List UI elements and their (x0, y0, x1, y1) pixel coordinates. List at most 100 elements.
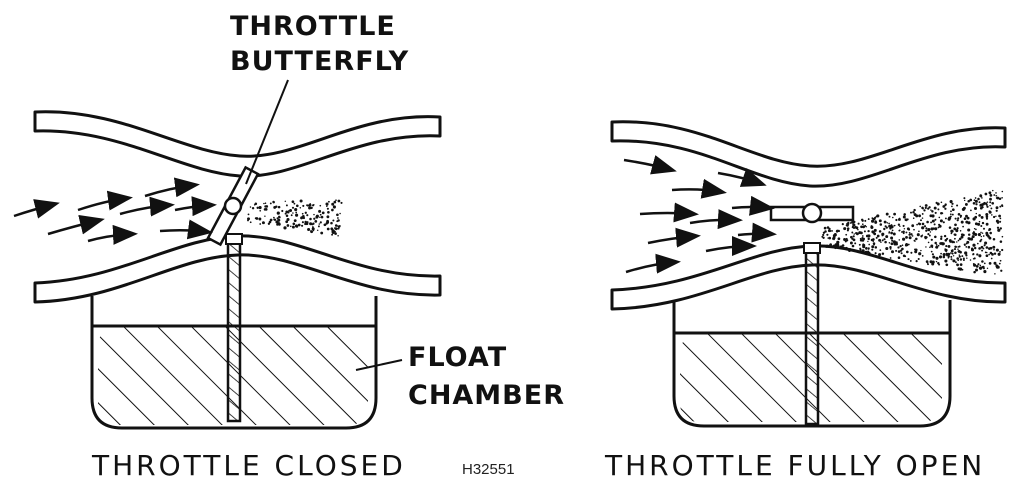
fuel-droplet (904, 218, 908, 222)
fuel-droplet (961, 268, 964, 271)
fuel-droplet (331, 233, 334, 236)
fuel-droplet (985, 222, 989, 226)
fuel-droplet (889, 247, 892, 250)
fuel-droplet (916, 223, 918, 226)
fuel-droplet (1001, 235, 1004, 238)
label-float-chamber-line2: CHAMBER (408, 380, 565, 411)
fuel-droplet (960, 235, 964, 239)
fuel-droplet (939, 219, 943, 223)
fuel-droplet (972, 217, 976, 221)
fuel-droplet (957, 246, 960, 248)
fuel-droplet (932, 255, 936, 259)
fuel-droplet (276, 211, 280, 215)
fuel-droplet (254, 217, 257, 220)
fuel-droplet (978, 201, 981, 204)
fuel-droplet (958, 254, 961, 256)
fuel-droplet (959, 214, 963, 218)
fuel-droplet (915, 237, 918, 241)
fuel-droplet (267, 222, 271, 225)
fuel-droplet (321, 211, 325, 215)
fuel-droplet (918, 222, 922, 226)
fuel-droplet (336, 213, 339, 217)
fuel-droplet (950, 229, 954, 233)
fuel-droplet (318, 223, 321, 225)
fuel-droplet (272, 200, 275, 204)
fuel-droplet (320, 231, 324, 235)
fuel-droplet (966, 257, 968, 259)
fuel-droplet (974, 232, 978, 237)
fuel-droplet (993, 248, 995, 251)
fuel-droplet (843, 227, 847, 231)
fuel-droplet (921, 255, 924, 257)
fuel-droplet (822, 231, 826, 234)
fuel-droplet (995, 209, 998, 212)
fuel-droplet (895, 249, 898, 252)
fuel-droplet (981, 232, 984, 234)
fuel-droplet (976, 253, 979, 256)
fuel-droplet (921, 212, 924, 215)
fuel-droplet (920, 249, 922, 252)
fuel-droplet (917, 257, 920, 261)
fuel-droplet (962, 258, 965, 262)
fuel-droplet (867, 250, 870, 253)
fuel-droplet (304, 222, 307, 226)
label-throttle-butterfly-line1: THROTTLE (230, 11, 396, 42)
fuel-droplet (937, 261, 940, 265)
fuel-droplet (914, 250, 918, 254)
fuel-droplet (899, 225, 901, 228)
fuel-droplet (995, 206, 999, 210)
fuel-droplet (975, 268, 978, 272)
fuel-droplet (964, 202, 968, 206)
fuel-droplet (296, 204, 299, 208)
fuel-droplet (924, 237, 927, 240)
fuel-droplet (330, 228, 333, 231)
fuel-droplet (891, 239, 894, 242)
fuel-droplet (264, 205, 267, 208)
fuel-droplet (934, 227, 938, 231)
fuel-droplet (930, 227, 934, 231)
fuel-droplet (301, 224, 304, 227)
fuel-droplet (964, 251, 968, 255)
fuel-droplet (913, 228, 915, 231)
fuel-droplet (967, 221, 971, 225)
fuel-droplet (923, 209, 926, 212)
fuel-droplet (980, 224, 983, 228)
fuel-droplet (979, 264, 982, 267)
fuel-droplet (988, 253, 990, 256)
fuel-droplet (977, 263, 980, 266)
fuel-droplet (876, 234, 880, 238)
fuel-droplet (295, 213, 299, 217)
fuel-droplet (888, 242, 891, 244)
fuel-droplet (851, 226, 854, 229)
fuel-droplet (930, 238, 933, 241)
fuel-droplet (899, 249, 903, 252)
fuel-droplet (939, 242, 942, 245)
fuel-droplet (952, 259, 956, 263)
fuel-droplet (335, 199, 337, 202)
fuel-droplet (897, 256, 901, 260)
fuel-jet-tube-right (804, 250, 820, 426)
fuel-droplet (868, 243, 871, 246)
fuel-droplet (985, 233, 989, 237)
fuel-droplet (973, 270, 976, 274)
fuel-droplet (903, 228, 906, 230)
fuel-droplet (307, 227, 311, 232)
fuel-droplet (263, 208, 267, 211)
fuel-droplet (975, 228, 977, 231)
fuel-droplet (832, 234, 836, 238)
fuel-droplet (983, 270, 987, 274)
fuel-droplet (959, 263, 963, 266)
fuel-droplet (948, 216, 952, 220)
fuel-droplet (965, 246, 968, 248)
fuel-droplet (895, 241, 898, 244)
fuel-droplet (931, 253, 934, 256)
fuel-droplet (879, 223, 883, 226)
fuel-droplet (293, 219, 297, 223)
fuel-droplet (949, 213, 952, 216)
fuel-droplet (956, 257, 959, 260)
fuel-droplet (881, 239, 884, 242)
fuel-droplet (981, 221, 985, 225)
fuel-droplet (850, 235, 853, 239)
fuel-droplet (940, 201, 943, 204)
fuel-droplet (291, 200, 295, 204)
